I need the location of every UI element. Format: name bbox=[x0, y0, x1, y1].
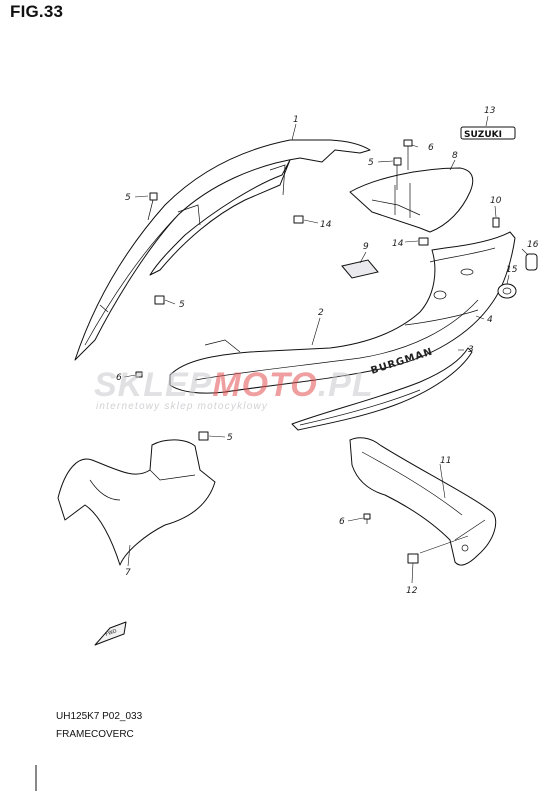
part-label-5c[interactable]: 5 bbox=[179, 300, 185, 310]
part-label-10[interactable]: 10 bbox=[490, 196, 502, 206]
part-11-rear-fender[interactable] bbox=[349, 437, 497, 566]
bolt-icon[interactable] bbox=[393, 157, 402, 190]
suzuki-emblem-text: SUZUKI bbox=[464, 130, 502, 140]
part-label-16[interactable]: 16 bbox=[527, 240, 539, 250]
part-9-pad[interactable] bbox=[341, 259, 379, 279]
part-14a-clip[interactable] bbox=[293, 215, 304, 224]
part-label-6c[interactable]: 6 bbox=[339, 517, 345, 527]
part-label-11[interactable]: 11 bbox=[440, 456, 451, 466]
part-3-side-cover[interactable] bbox=[291, 347, 473, 431]
bolt-icon[interactable] bbox=[147, 192, 158, 221]
diagram-name: FRAMECOVERC bbox=[56, 729, 134, 740]
watermark-red: MOTO bbox=[212, 366, 318, 404]
watermark-tagline: internetowy sklep motocyklowy bbox=[96, 401, 269, 412]
fwd-arrow: FWD bbox=[94, 621, 127, 646]
part-label-5d[interactable]: 5 bbox=[227, 433, 233, 443]
watermark-suffix: .PL bbox=[317, 366, 374, 404]
part-14b-clip[interactable] bbox=[418, 237, 429, 246]
part-label-8[interactable]: 8 bbox=[452, 151, 458, 161]
bolt-icon[interactable] bbox=[363, 513, 371, 524]
part-label-5a[interactable]: 5 bbox=[125, 193, 131, 203]
part-label-5b[interactable]: 5 bbox=[368, 158, 374, 168]
bolt-icon[interactable] bbox=[403, 139, 413, 170]
part-number-labels: 1 2 3 4 5 5 5 5 6 6 6 7 8 9 10 11 12 13 … bbox=[116, 106, 539, 596]
part-label-12[interactable]: 12 bbox=[406, 586, 418, 596]
bolt-icon[interactable] bbox=[135, 371, 143, 378]
part-13-suzuki-emblem[interactable]: SUZUKI bbox=[460, 126, 516, 140]
diagram-code: UH125K7 P02_033 bbox=[56, 711, 143, 722]
part-1-left-frame-cover[interactable] bbox=[74, 139, 371, 361]
part-2-rear-body-cover[interactable] bbox=[169, 231, 516, 394]
part-label-14a[interactable]: 14 bbox=[320, 220, 332, 230]
fwd-text: FWD bbox=[105, 628, 118, 638]
part-label-13[interactable]: 13 bbox=[484, 106, 496, 116]
figure-title: FIG.33 bbox=[10, 2, 64, 21]
part-label-6b[interactable]: 6 bbox=[116, 373, 122, 383]
part-16-cap[interactable] bbox=[525, 253, 538, 271]
part-7-lower-cover[interactable] bbox=[57, 439, 216, 566]
part-8-rear-cover[interactable] bbox=[349, 167, 474, 233]
bolt-icon[interactable] bbox=[198, 431, 209, 441]
part-label-6a[interactable]: 6 bbox=[428, 143, 434, 153]
part-12-clip[interactable] bbox=[407, 553, 419, 564]
part-label-2[interactable]: 2 bbox=[318, 308, 324, 318]
part-label-3[interactable]: 3 bbox=[468, 345, 474, 355]
part-label-14b[interactable]: 14 bbox=[392, 239, 404, 249]
part-label-4[interactable]: 4 bbox=[487, 315, 493, 325]
part-4-side-cover[interactable] bbox=[404, 309, 479, 326]
part-label-1[interactable]: 1 bbox=[293, 115, 299, 125]
watermark-brand: SKLEPMOTO.PL bbox=[94, 366, 374, 405]
part-label-15[interactable]: 15 bbox=[506, 265, 518, 275]
part-10-clip[interactable] bbox=[492, 217, 500, 228]
leader-lines bbox=[123, 115, 529, 584]
part-15-grommet[interactable] bbox=[497, 283, 517, 299]
bolt-icon[interactable] bbox=[154, 295, 165, 305]
part-label-9[interactable]: 9 bbox=[363, 242, 369, 252]
bolt-icons bbox=[135, 139, 413, 524]
part-label-7[interactable]: 7 bbox=[125, 568, 131, 578]
watermark-prefix: SKLEP bbox=[94, 366, 213, 404]
